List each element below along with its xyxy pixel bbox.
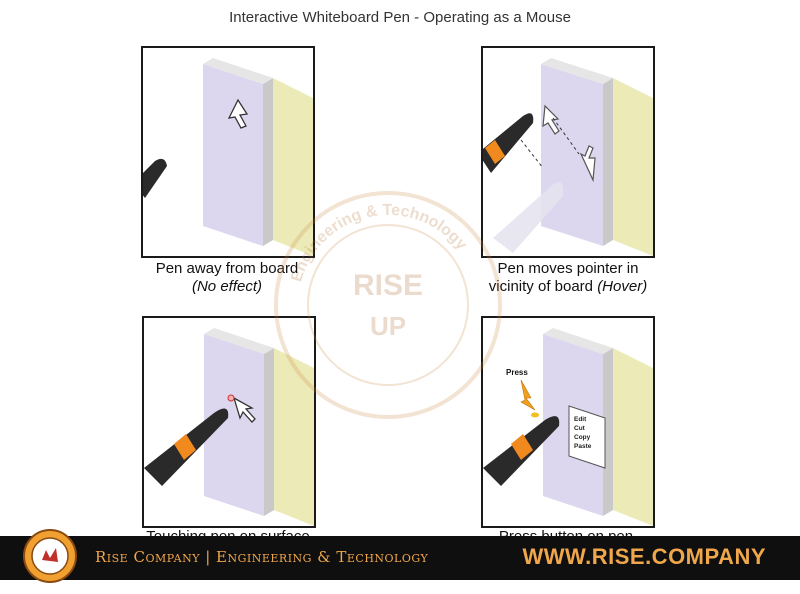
diagram-title: Interactive Whiteboard Pen - Operating a…: [229, 9, 571, 26]
touch-point-icon: [227, 394, 235, 402]
context-menu: [568, 405, 606, 469]
footer-company-name: Rise Company | Engineering & Technology: [95, 548, 429, 566]
context-menu-item: Paste: [574, 443, 592, 450]
context-menu-item: Copy: [574, 434, 591, 441]
board-face: [203, 64, 263, 246]
caption-panel-1: Pen away from board (No effect): [155, 260, 299, 295]
panel-pen-away: [141, 46, 315, 258]
pointer-arrow-icon: [232, 396, 256, 423]
pen-button-icon: [531, 412, 539, 418]
pointer-arrow-faded-icon: [542, 104, 560, 135]
svg-text:RISE: RISE: [353, 269, 423, 302]
press-label: Press: [506, 368, 528, 377]
svg-text:UP: UP: [370, 311, 406, 341]
pen-upper-icon: [483, 113, 534, 173]
panel-press-button: Edit Cut Copy Paste Press: [481, 316, 655, 528]
wall-shadow: [273, 78, 313, 256]
panel-touching: [142, 316, 316, 528]
pointer-arrow-icon: [227, 98, 249, 129]
footer-bar: Rise Company | Engineering & Technology …: [0, 529, 800, 583]
context-menu-item: Edit: [574, 416, 587, 423]
pointer-arrow-icon: [579, 145, 596, 183]
panel-pen-hover: [481, 46, 655, 258]
panel-press-button-illustration: Edit Cut Copy Paste Press: [483, 328, 653, 526]
pen-ghost-icon: [493, 182, 564, 253]
company-logo-icon: [23, 529, 77, 583]
panel-pen-hover-illustration: [483, 58, 653, 256]
caption-panel-2: Pen moves pointer in vicinity of board (…: [488, 260, 648, 295]
panel-touching-illustration: [144, 328, 314, 526]
panel-pen-away-illustration: [143, 58, 313, 256]
press-arrow-icon: [520, 379, 536, 411]
context-menu-item: Cut: [574, 425, 586, 432]
company-watermark: Engineering & Technology RISE UP: [274, 191, 502, 419]
footer-website-link[interactable]: WWW.RISE.COMPANY: [522, 544, 766, 569]
pen-tip-icon: [143, 158, 167, 198]
